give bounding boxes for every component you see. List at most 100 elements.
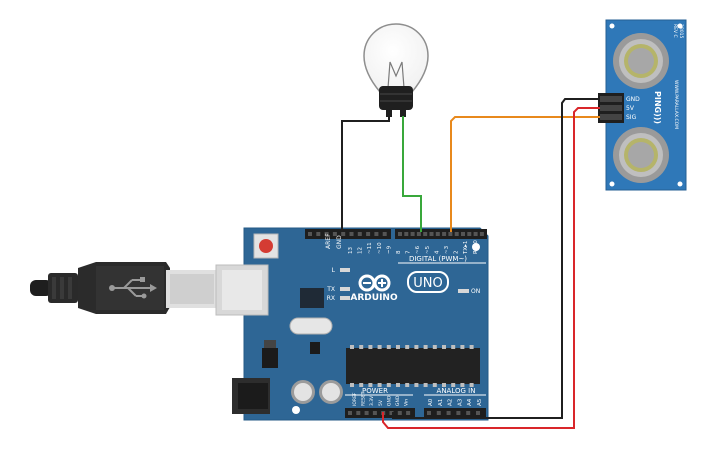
header-pin[interactable] [372,411,377,415]
chip-pin [451,383,456,387]
reset-button[interactable] [253,233,279,259]
digital-pin-label: ~3 [444,245,450,254]
capacitor [319,380,343,404]
header-pin[interactable] [427,411,431,415]
header-pin[interactable] [466,411,471,415]
header-pin[interactable] [389,411,394,415]
chip-pin [396,345,400,349]
header-pin[interactable] [357,232,362,236]
wire-bulb-gnd[interactable] [341,116,390,232]
chip-pin [469,345,474,349]
digital-pin-label: 2 [454,251,460,255]
header-pin[interactable] [456,411,461,415]
led-rx-label: RX [327,295,335,302]
chip-pin [414,345,419,349]
wire-sensor-signal[interactable] [450,116,600,232]
header-pin[interactable] [348,411,352,415]
mounting-hole [677,23,683,29]
chip-pin [405,383,410,387]
mounting-hole [609,181,615,187]
digital-pin-label: 8 [396,250,402,254]
analog-label: ANALOG IN [437,387,476,395]
brand-label: ARDUINO [350,293,398,303]
header-pin[interactable] [442,232,447,236]
header-pin[interactable] [332,232,337,236]
header-pin[interactable] [366,232,371,236]
wire-sensor-5v[interactable] [382,107,600,429]
digital-pin-label: ~11 [367,242,373,254]
header-pin[interactable] [397,411,402,415]
header-pin[interactable] [410,232,415,236]
chip-pin [396,383,400,387]
arduino-uno-board[interactable]: L TX RX ON ARDUINO UNO [215,227,489,421]
header-pin[interactable] [476,411,480,415]
usb-controller-chip [300,288,324,308]
led-rx: RX [327,295,350,302]
digital-header [305,229,487,239]
led-tx: TX [326,286,350,293]
chip-pin [432,345,437,349]
chip-pin [368,383,373,387]
power-label: POWER [362,387,388,395]
chip-pin [377,345,382,349]
analog-pin-label: A1 [438,399,444,406]
mounting-hole [292,406,300,414]
header-pin[interactable] [356,411,361,415]
header-pin[interactable] [406,411,411,415]
digital-pin-label: RX◂0 [473,240,479,254]
header-pin[interactable] [308,232,312,236]
small-component [310,342,320,354]
header-pin[interactable] [446,411,451,415]
power-pin-label: 3.3V [369,395,375,406]
header-pin[interactable] [429,232,434,236]
chip-pin [460,383,465,387]
usb-icon [109,277,157,299]
header-pin[interactable] [316,232,321,236]
header-pin[interactable] [404,232,409,236]
power-header [345,408,415,418]
chip-pin [451,345,456,349]
mounting-hole [609,23,615,29]
chip-pin [442,383,446,387]
header-pin[interactable] [454,232,459,236]
wire-sensor-gnd[interactable] [392,98,600,419]
power-pin-label: GND [386,395,392,406]
analog-pin-label: A5 [477,398,483,406]
sensor-pin-sig: SIG [626,114,637,121]
led-l: L [332,267,350,274]
header-pin[interactable] [448,232,453,236]
header-pin[interactable] [374,232,379,236]
chip-pin [414,383,419,387]
analog-header [424,408,486,418]
chip-pin [423,345,428,349]
header-pin[interactable] [479,232,484,236]
header-pin[interactable] [349,232,354,236]
header-pin[interactable] [398,232,402,236]
voltage-regulator [262,348,278,368]
light-bulb[interactable] [363,23,429,117]
header-pin[interactable] [435,232,440,236]
sensor-url: WWW.PARALLAX.COM [673,80,679,129]
header-pin[interactable] [324,232,329,236]
header-pin[interactable] [382,232,387,236]
header-pin[interactable] [364,411,369,415]
header-pin[interactable] [473,232,478,236]
chip-pin [350,345,354,349]
header-pin[interactable] [423,232,428,236]
ultrasonic-sensor[interactable]: GND 5V SIG PING))) WWW.PARALLAX.COM 2801… [598,19,687,191]
usb-cable[interactable] [30,262,218,314]
header-pin[interactable] [461,232,465,236]
transducer-bottom [613,127,669,183]
led-l-label: L [332,267,336,274]
wire-bulb-signal[interactable] [402,116,422,232]
sensor-rev: REV C [672,24,678,38]
model-label: UNO [413,276,442,291]
chip-pin [386,345,391,349]
sensor-pin-5v: 5V [626,105,635,112]
header-pin[interactable] [416,232,421,236]
header-pin[interactable] [467,232,472,236]
header-pin[interactable] [436,411,441,415]
analog-pin-label: A2 [448,399,454,406]
header-pin[interactable] [341,232,346,236]
